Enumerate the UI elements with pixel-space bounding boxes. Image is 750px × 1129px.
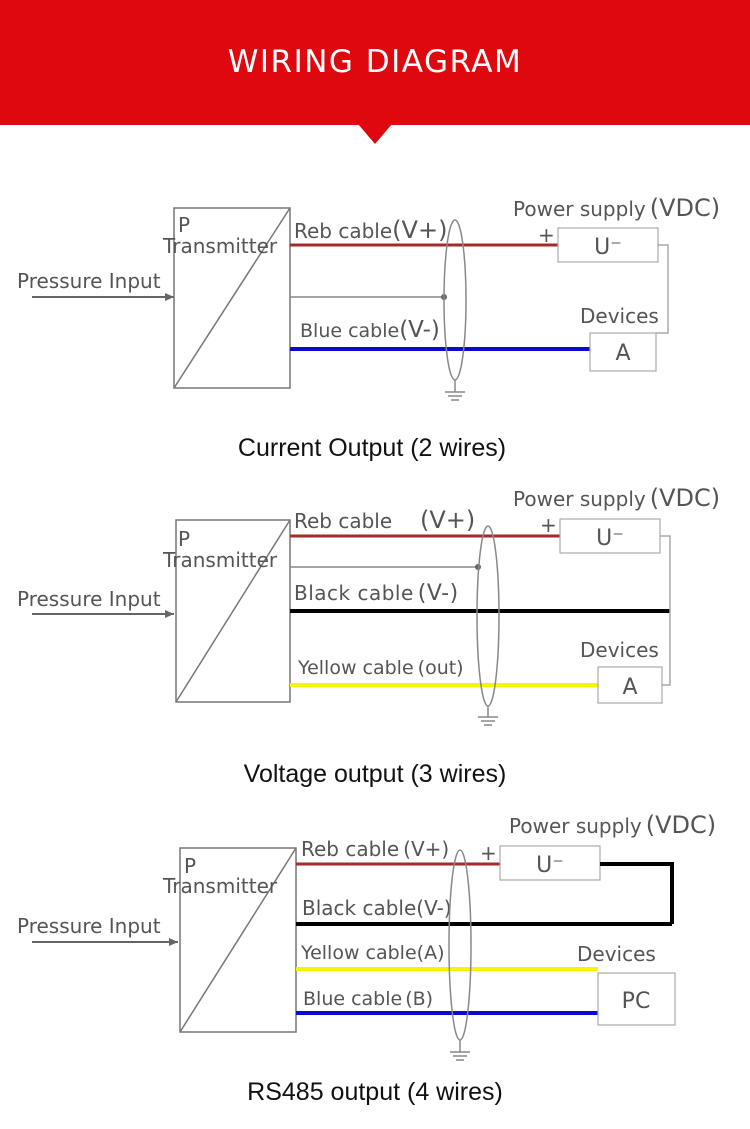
device-box <box>589 332 657 372</box>
device-a-label: A <box>615 341 630 366</box>
return-wire <box>660 535 671 686</box>
black-cable-label: Black cable(V-) <box>302 896 452 920</box>
device-a-label: A <box>622 675 637 700</box>
voltage-output-caption: Voltage output (3 wires) <box>244 760 507 788</box>
power-supply-label: Power supply(VDC) <box>513 194 720 222</box>
yellow-cable-label: Yellow cable(out) <box>297 657 464 679</box>
current-output-caption: Current Output (2 wires) <box>238 434 506 462</box>
transmitter-p-label: P <box>178 213 190 237</box>
black-cable-label: Black cable(V-) <box>294 581 459 606</box>
power-supply-u-label: U⁻ <box>596 526 624 551</box>
device-box <box>597 666 663 704</box>
page-title: WIRING DIAGRAM <box>227 44 523 80</box>
transmitter-diagonal <box>175 519 291 703</box>
cable-shield-ellipse <box>476 525 500 707</box>
red-cable-label: Reb cable(V+) <box>294 506 475 534</box>
power-supply-box <box>557 227 659 263</box>
transmitter-box <box>179 847 297 1033</box>
rs485-output-caption: RS485 output (4 wires) <box>247 1078 503 1106</box>
power-supply-u-label: U⁻ <box>594 235 622 260</box>
power-supply-label: Power supply(VDC) <box>509 811 716 839</box>
header-banner: WIRING DIAGRAM <box>0 0 750 125</box>
transmitter-diagonal <box>173 207 291 389</box>
transmitter-p-label: P <box>184 854 196 878</box>
pressure-input-label: Pressure Input <box>17 587 161 611</box>
transmitter-label: Transmitter <box>162 234 278 258</box>
blue-cable-label: Blue cable(B) <box>303 988 433 1010</box>
device-box <box>597 972 676 1026</box>
blue-cable-label: Blue cable(V-) <box>300 317 440 343</box>
pressure-input-label: Pressure Input <box>17 269 161 293</box>
current-output-diagram: Pressure Input P Transmitter Reb cable(V… <box>17 194 720 462</box>
rs485-output-diagram: Pressure Input P Transmitter Reb cable(V… <box>17 811 716 1106</box>
power-supply-u-label: U⁻ <box>536 853 564 878</box>
devices-label: Devices <box>580 304 659 328</box>
transmitter-label: Transmitter <box>162 548 278 572</box>
pressure-input-label: Pressure Input <box>17 914 161 938</box>
plus-sign: + <box>538 223 555 247</box>
transmitter-diagonal <box>179 847 297 1033</box>
yellow-cable-label: Yellow cable(A) <box>300 942 444 964</box>
red-cable-label: Reb cable(V+) <box>294 216 447 244</box>
devices-label: Devices <box>580 638 659 662</box>
plus-sign: + <box>480 841 497 865</box>
banner-notch <box>358 124 392 144</box>
transmitter-box <box>173 207 291 389</box>
red-cable-label: Reb cable(V+) <box>301 837 449 861</box>
voltage-output-diagram: Pressure Input P Transmitter Reb cable(V… <box>17 484 720 788</box>
devices-label: Devices <box>577 942 656 966</box>
transmitter-label: Transmitter <box>162 874 278 898</box>
plus-sign: + <box>540 513 557 537</box>
device-pc-label: PC <box>622 989 651 1014</box>
return-wire <box>600 862 674 924</box>
transmitter-p-label: P <box>178 527 190 551</box>
power-supply-label: Power supply(VDC) <box>513 484 720 512</box>
return-wire <box>656 244 669 334</box>
